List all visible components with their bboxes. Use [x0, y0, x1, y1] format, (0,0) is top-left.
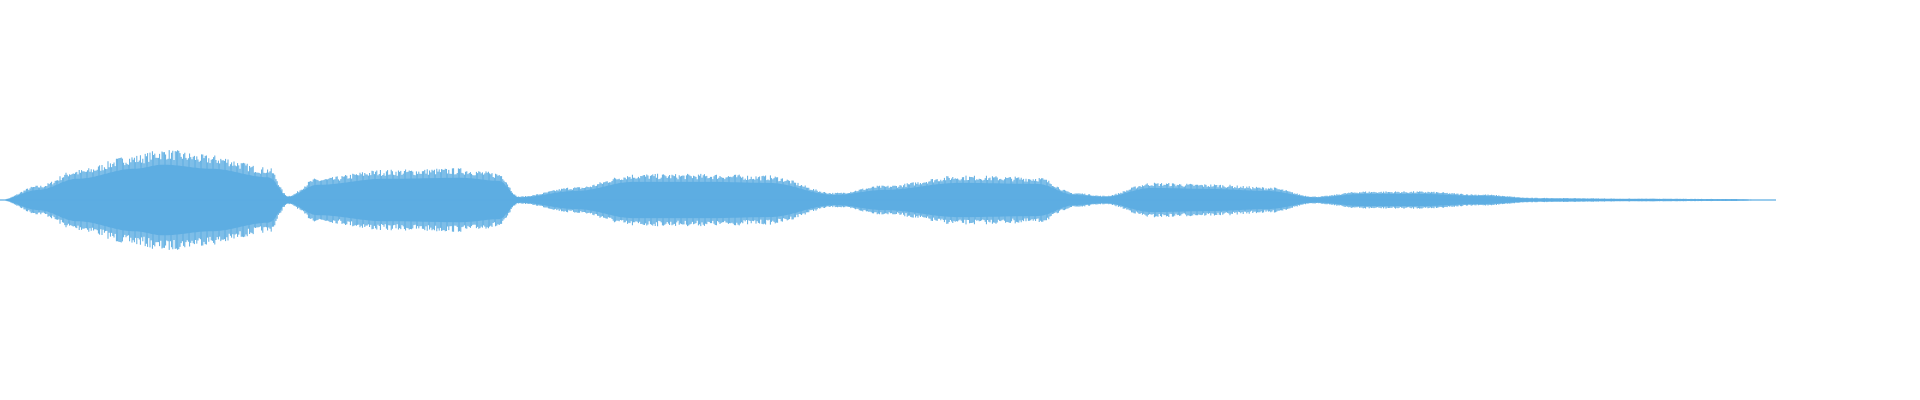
waveform-group [0, 150, 1920, 250]
